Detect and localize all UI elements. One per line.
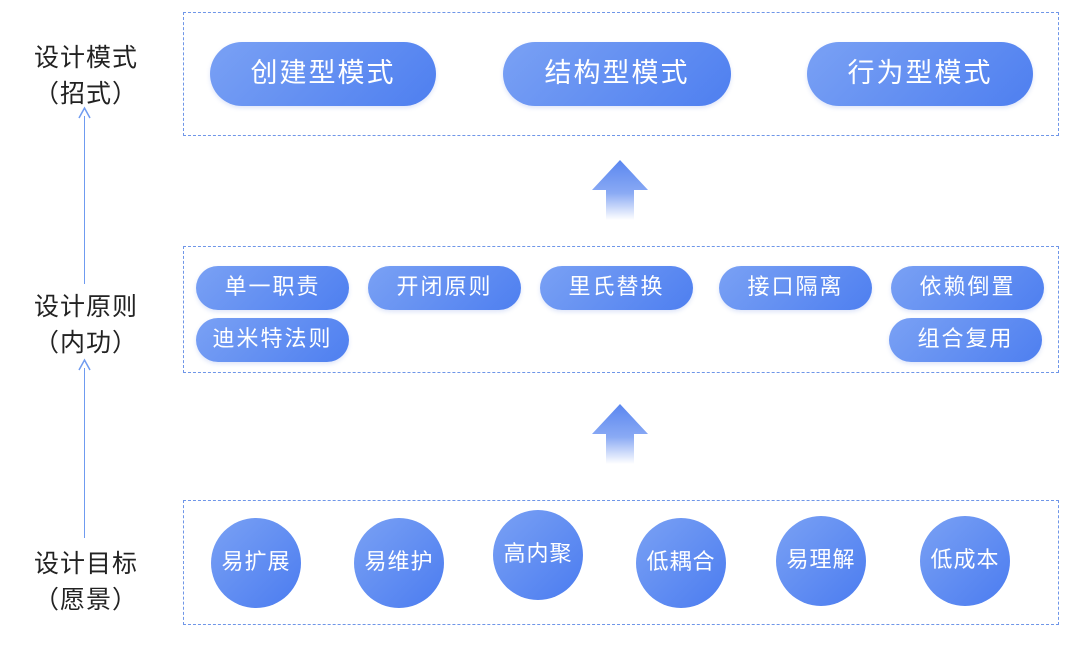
level-subtitle: （内功） [33,328,138,357]
principle-pill-composite-reuse: 组合复用 [889,318,1042,362]
principles-box [183,246,1059,373]
up-arrow-icon [592,160,648,224]
level-label-principles: 设计原则 （内功） [22,289,150,361]
level-title: 设计原则 [33,292,138,321]
goal-circle-extensible: 易扩展 [211,518,301,608]
level-label-goals: 设计目标 （愿景） [22,546,150,618]
goal-circle-low-cost: 低成本 [920,516,1010,606]
patterns-box [183,12,1059,136]
goal-circle-coupling: 低耦合 [636,518,726,608]
goal-circle-cohesion: 高内聚 [493,510,583,600]
principle-pill-interface-segregation: 接口隔离 [719,266,872,310]
pattern-pill-behavioral: 行为型模式 [807,42,1033,106]
level-subtitle: （愿景） [33,585,138,614]
level-title: 设计模式 [33,43,138,72]
pattern-pill-structural: 结构型模式 [503,42,731,106]
goal-circle-maintainable: 易维护 [354,518,444,608]
level-label-patterns: 设计模式 （招式） [22,40,150,112]
level-subtitle: （招式） [33,79,138,108]
principle-pill-open-closed: 开闭原则 [368,266,521,310]
up-arrow-icon [592,404,648,468]
goal-circle-understandable: 易理解 [776,516,866,606]
principle-pill-dependency-inversion: 依赖倒置 [891,266,1044,310]
goals-box [183,500,1059,625]
principle-pill-demeter: 迪米特法则 [196,318,349,362]
side-connector-line-lower [84,368,85,538]
side-connector-line-upper [84,116,85,284]
principle-pill-liskov: 里氏替换 [540,266,693,310]
principle-pill-single-responsibility: 单一职责 [196,266,349,310]
level-title: 设计目标 [33,549,138,578]
pattern-pill-creational: 创建型模式 [210,42,436,106]
